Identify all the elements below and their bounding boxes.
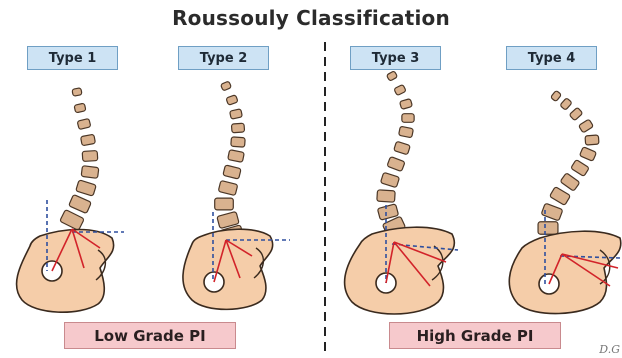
vertebra xyxy=(377,204,398,220)
vertebra xyxy=(81,166,99,179)
vertebra xyxy=(228,150,245,163)
vertebra xyxy=(81,134,96,146)
vertebra xyxy=(74,103,86,113)
vertebra xyxy=(579,119,594,133)
artist-signature: D.G xyxy=(599,343,620,356)
high-grade-pi-label: High Grade PI xyxy=(389,322,561,349)
vertebra xyxy=(386,71,397,82)
vertebra xyxy=(380,172,399,187)
vertebra xyxy=(231,123,244,133)
vertebra xyxy=(560,173,580,191)
vertebra xyxy=(82,151,98,162)
pelvis-type-4 xyxy=(509,210,621,314)
vertebra xyxy=(579,147,596,162)
vertebra xyxy=(585,135,599,145)
vertebra xyxy=(377,190,395,202)
vertebra xyxy=(400,99,413,110)
vertebra xyxy=(571,159,590,176)
vertebra xyxy=(77,118,91,129)
vertebra xyxy=(230,109,243,119)
vertebra xyxy=(231,137,245,147)
vertebra xyxy=(72,88,82,97)
spine-type-1 xyxy=(60,88,99,231)
vertebra xyxy=(215,198,234,210)
vertebra xyxy=(569,107,583,121)
spine-type-3 xyxy=(377,71,414,249)
vertebra xyxy=(387,156,405,171)
spine-type-4 xyxy=(538,90,599,251)
vertebra xyxy=(226,95,238,106)
vertebra xyxy=(60,209,85,230)
vertebra xyxy=(223,165,241,179)
vertebra xyxy=(394,84,406,95)
vertebra xyxy=(538,222,558,234)
spine-type-2 xyxy=(215,81,246,243)
low-grade-pi-label: Low Grade PI xyxy=(64,322,236,349)
vertebra xyxy=(399,126,414,138)
vertebra xyxy=(550,90,561,101)
vertebra xyxy=(394,141,411,155)
vertebra xyxy=(402,114,414,123)
vertebra xyxy=(218,180,238,195)
vertebra xyxy=(69,194,92,213)
vertebra xyxy=(560,98,572,111)
vertebra xyxy=(549,187,570,206)
vertebra xyxy=(220,81,231,91)
vertebra xyxy=(76,180,97,196)
